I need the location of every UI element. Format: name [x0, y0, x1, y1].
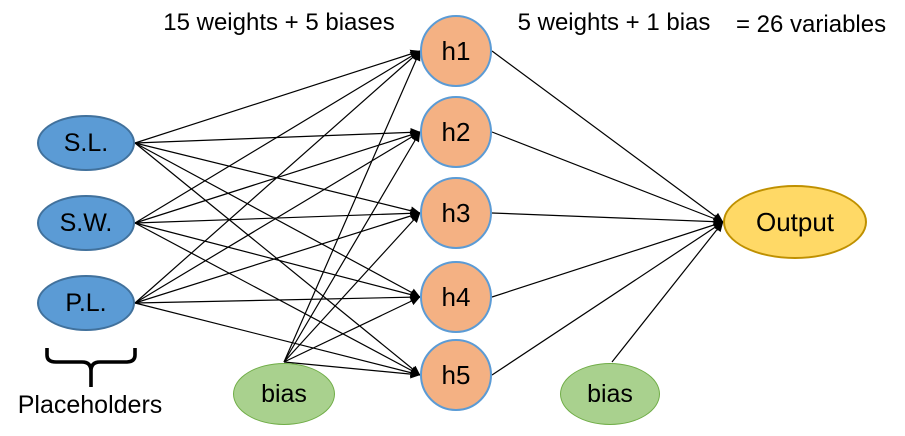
output-layer-count-label: 5 weights + 1 bias	[517, 9, 711, 36]
output-bias-label: bias	[587, 379, 633, 408]
hidden-node-h4: h4	[420, 261, 492, 333]
output-bias-node: bias	[560, 363, 660, 425]
hidden-node-h3: h3	[420, 177, 492, 249]
weight-arrow	[134, 222, 421, 299]
weight-arrow	[134, 302, 421, 377]
weight-arrow	[611, 221, 724, 363]
hidden-node-h5: h5	[420, 339, 492, 411]
weight-arrow	[283, 131, 421, 363]
connection-arrows	[134, 49, 724, 379]
hidden-node-h2-label: h2	[441, 117, 471, 147]
hidden-node-h5-label: h5	[441, 360, 471, 390]
weight-arrow	[491, 220, 724, 298]
weight-arrow	[491, 131, 724, 223]
input-node-pl: P.L.	[37, 275, 135, 331]
weight-arrow	[283, 296, 421, 363]
weight-arrow	[134, 142, 421, 298]
weight-arrow	[134, 131, 421, 304]
hidden-node-h3-label: h3	[441, 198, 471, 228]
hidden-node-h1-label: h1	[441, 36, 471, 66]
input-node-sl-label: S.L.	[63, 128, 109, 157]
weight-arrow	[491, 212, 724, 227]
weight-arrow	[491, 221, 724, 376]
weight-arrow	[134, 211, 421, 304]
placeholders-brace	[45, 348, 137, 387]
weight-arrow	[134, 222, 421, 376]
hidden-bias-label: bias	[261, 379, 307, 408]
input-node-sl: S.L.	[37, 115, 135, 171]
total-variables-label: = 26 variables	[736, 11, 887, 38]
weight-arrow	[134, 142, 421, 376]
weight-arrow	[491, 50, 724, 223]
weight-arrow	[134, 50, 421, 304]
weight-arrow	[283, 212, 421, 363]
hidden-bias-node: bias	[233, 363, 335, 425]
output-node: Output	[723, 185, 867, 259]
input-node-sw-label: S.W.	[59, 208, 113, 237]
weight-arrow	[283, 50, 421, 363]
input-node-pl-label: P.L.	[65, 288, 107, 317]
placeholders-label: Placeholders	[17, 391, 163, 419]
hidden-node-h2: h2	[420, 96, 492, 168]
hidden-layer-count-label: 15 weights + 5 biases	[163, 9, 395, 36]
weight-arrow	[134, 50, 421, 224]
weight-arrow	[134, 49, 421, 144]
hidden-node-h4-label: h4	[441, 282, 471, 312]
hidden-node-h1: h1	[420, 15, 492, 87]
input-node-sw: S.W.	[37, 195, 135, 251]
weight-arrow	[283, 361, 421, 379]
weight-arrow	[134, 292, 421, 304]
output-node-label: Output	[755, 207, 835, 237]
